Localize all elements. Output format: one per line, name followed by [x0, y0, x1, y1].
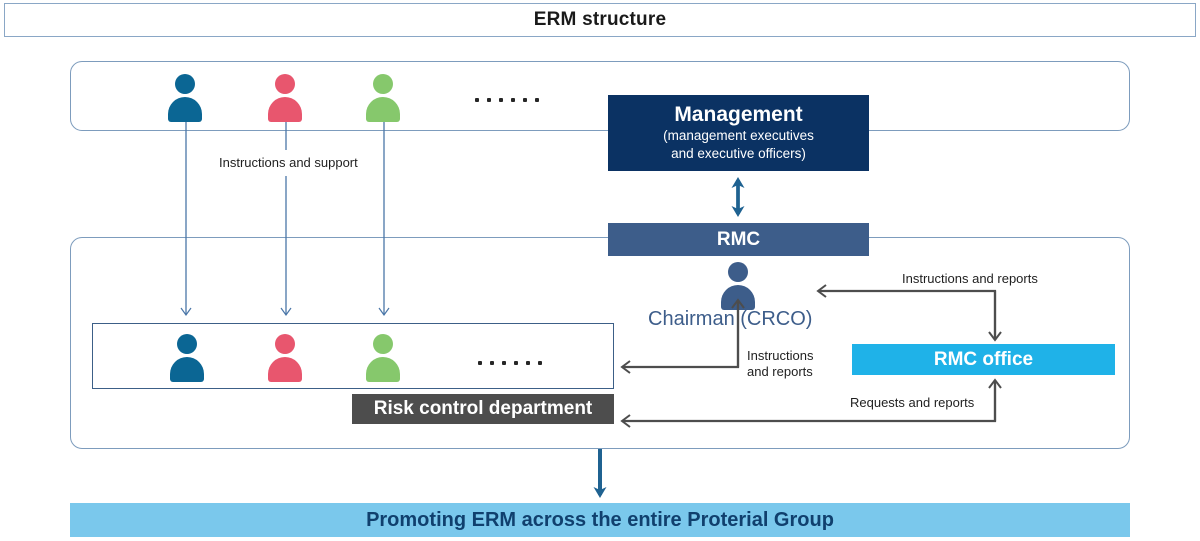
- label-requests-and-reports: Requests and reports: [847, 395, 978, 411]
- risk-control-department-box[interactable]: Risk control department: [352, 394, 614, 424]
- rmc-label: RMC: [716, 228, 761, 250]
- lower-group-frame: [70, 237, 1130, 449]
- lower-person-pink-icon: [265, 334, 305, 382]
- management-title: Management: [674, 102, 803, 126]
- rmc-office-box[interactable]: RMC office: [852, 344, 1115, 375]
- person-head: [373, 334, 393, 354]
- lower-ellipsis-icon: [478, 361, 542, 365]
- upper-ellipsis-icon: [475, 98, 539, 102]
- person-body: [721, 285, 755, 310]
- management-subtitle-line2: and executive officers): [671, 146, 806, 162]
- management-box[interactable]: Management (management executives and ex…: [608, 95, 869, 171]
- management-subtitle-line1: (management executives: [663, 128, 814, 144]
- bottom-banner: Promoting ERM across the entire Proteria…: [70, 503, 1130, 537]
- risk-control-department-label: Risk control department: [373, 398, 593, 419]
- label-instructions-and-reports-top: Instructions and reports: [899, 271, 1041, 287]
- label-instructions-and-reports-mid: Instructions and reports: [747, 348, 835, 380]
- upper-person-pink-icon: [265, 74, 305, 122]
- rmc-office-label: RMC office: [933, 348, 1034, 370]
- bottom-banner-text: Promoting ERM across the entire Proteria…: [366, 508, 834, 531]
- person-body: [366, 357, 400, 382]
- chairman-person-icon: [718, 262, 758, 310]
- label-instructions-and-support: Instructions and support: [216, 155, 361, 171]
- page-title: ERM structure: [533, 9, 667, 30]
- person-body: [268, 357, 302, 382]
- person-head: [728, 262, 748, 282]
- person-head: [175, 74, 195, 94]
- person-body: [170, 357, 204, 382]
- lower-person-blue-icon: [167, 334, 207, 382]
- person-head: [373, 74, 393, 94]
- person-body: [168, 97, 202, 122]
- person-head: [177, 334, 197, 354]
- chairman-label: Chairman (CRCO): [648, 308, 813, 330]
- upper-group-frame: [70, 61, 1130, 131]
- person-head: [275, 74, 295, 94]
- person-body: [268, 97, 302, 122]
- diagram-title-bar: ERM structure: [4, 3, 1196, 37]
- upper-person-green-icon: [363, 74, 403, 122]
- upper-person-blue-icon: [165, 74, 205, 122]
- lower-person-green-icon: [363, 334, 403, 382]
- person-body: [366, 97, 400, 122]
- rmc-box[interactable]: RMC: [608, 223, 869, 256]
- person-head: [275, 334, 295, 354]
